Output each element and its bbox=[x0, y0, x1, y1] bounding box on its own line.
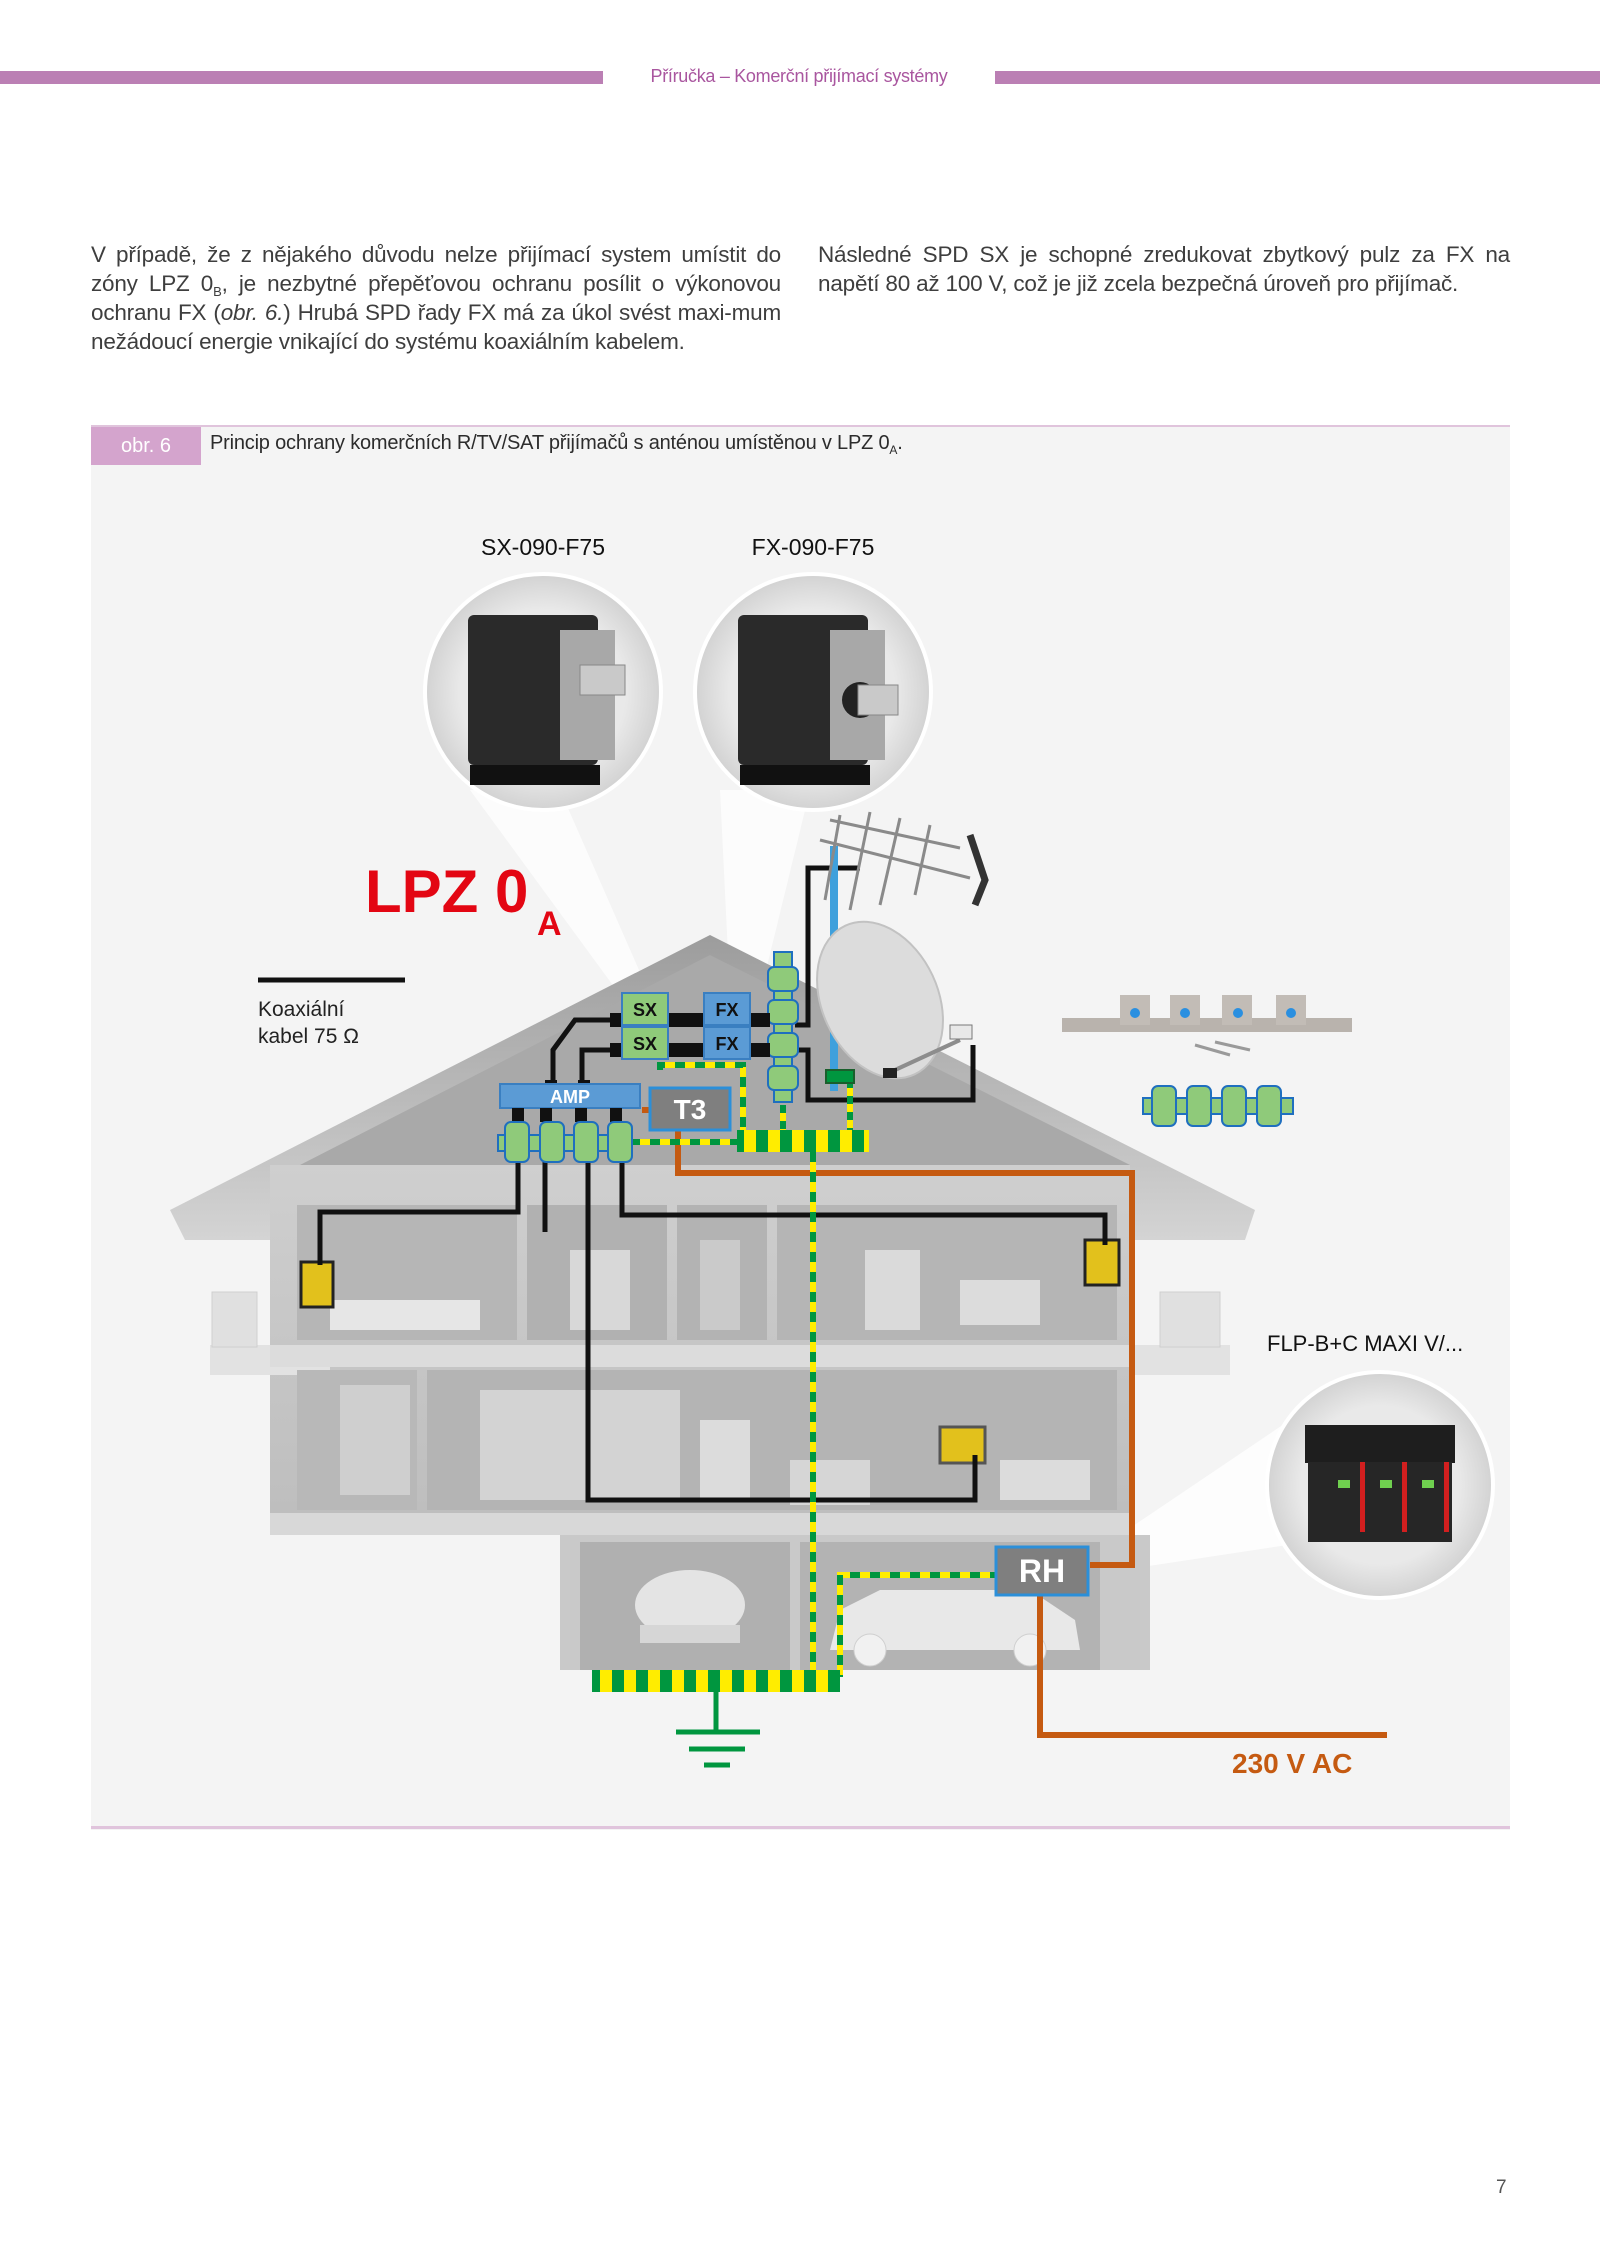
t3-label: T3 bbox=[674, 1094, 707, 1125]
spd-modules: SX SX FX FX bbox=[610, 992, 770, 1060]
ground-icon bbox=[676, 1692, 760, 1768]
grounding-terminal-photo bbox=[1062, 995, 1352, 1057]
sx-label-1: SX bbox=[633, 1000, 657, 1020]
figure-bottom-rule bbox=[91, 1826, 1510, 1829]
fx-product-label: FX-090-F75 bbox=[752, 534, 875, 560]
zone-text: LPZ 0 bbox=[365, 858, 528, 925]
tv-icon bbox=[299, 1260, 335, 1309]
header-title: Příručka – Komerční přijímací systémy bbox=[650, 66, 948, 86]
paragraph-left: V případě, že z nějakého důvodu nelze př… bbox=[91, 240, 781, 356]
sx-product-label: SX-090-F75 bbox=[481, 534, 605, 560]
amp-label: AMP bbox=[550, 1087, 590, 1107]
paragraph-right: Následné SPD SX je schopné zredukovat zb… bbox=[818, 242, 1510, 296]
fx-module-2 bbox=[703, 1026, 751, 1060]
fx-label-1: FX bbox=[715, 1000, 738, 1020]
caption-end: . bbox=[897, 432, 903, 454]
legend-label-line2: kabel 75 Ω bbox=[258, 1025, 359, 1048]
fx-callout-beam bbox=[720, 790, 810, 995]
figure-reference: obr. 6. bbox=[220, 300, 284, 325]
text-part: ) Hrubá SPD řady FX má za úkol svést max… bbox=[91, 300, 781, 354]
power-label: 230 V AC bbox=[1232, 1748, 1352, 1779]
subscript: B bbox=[213, 284, 222, 299]
flp-product-photo bbox=[1265, 1370, 1495, 1600]
grounding-block-vertical bbox=[767, 951, 799, 1103]
satellite-dish-icon bbox=[816, 920, 973, 1080]
sx-label-2: SX bbox=[633, 1034, 657, 1054]
terrestrial-antenna-icon bbox=[819, 811, 989, 911]
fx-product-photo bbox=[693, 572, 933, 812]
zone-subscript: A bbox=[537, 905, 562, 943]
sx-module-2 bbox=[621, 1026, 669, 1060]
sx-product-photo bbox=[423, 572, 663, 812]
earth-bar-roof bbox=[737, 1130, 869, 1152]
flp-product-label: FLP-B+C MAXI V/... bbox=[1267, 1331, 1463, 1356]
coax-cables bbox=[258, 865, 1108, 1503]
tv-icon bbox=[938, 1425, 987, 1465]
header-bar-left bbox=[0, 71, 603, 84]
t3-protector: T3 bbox=[648, 1086, 732, 1132]
sx-callout-beam bbox=[470, 790, 650, 995]
mast-earth-clamp bbox=[825, 1069, 855, 1084]
header-bar-right bbox=[995, 71, 1600, 84]
amplifier: AMP bbox=[499, 1080, 641, 1122]
fx-module-1 bbox=[703, 992, 751, 1026]
caption-text: Princip ochrany komerčních R/TV/SAT přij… bbox=[210, 432, 890, 454]
legend-label-line1: Koaxiální bbox=[258, 998, 345, 1021]
tv-icon bbox=[1083, 1238, 1121, 1287]
zone-label: LPZ 0 A bbox=[365, 858, 562, 943]
grounding-block-symbol bbox=[1142, 1085, 1294, 1127]
fx-label-2: FX bbox=[715, 1034, 738, 1054]
grounding-block-horizontal bbox=[497, 1121, 633, 1163]
rh-distribution-box: RH bbox=[994, 1545, 1090, 1597]
tv-icons bbox=[299, 1238, 1121, 1465]
rh-label: RH bbox=[1019, 1553, 1065, 1589]
earth-bar-basement bbox=[592, 1670, 840, 1692]
figure-caption: Princip ochrany komerčních R/TV/SAT přij… bbox=[210, 432, 903, 457]
text-part: V případě, že z nějakého důvodu nelze př… bbox=[91, 242, 781, 296]
caption-subscript: A bbox=[889, 443, 898, 457]
sx-module-1 bbox=[621, 992, 669, 1026]
figure-tag: obr. 6 bbox=[91, 427, 201, 465]
page-number: 7 bbox=[1496, 2177, 1507, 2198]
text-part: , je nezbytné přepěťovou ochranu posílit… bbox=[91, 271, 781, 325]
earth-conductors bbox=[630, 1062, 1000, 1677]
